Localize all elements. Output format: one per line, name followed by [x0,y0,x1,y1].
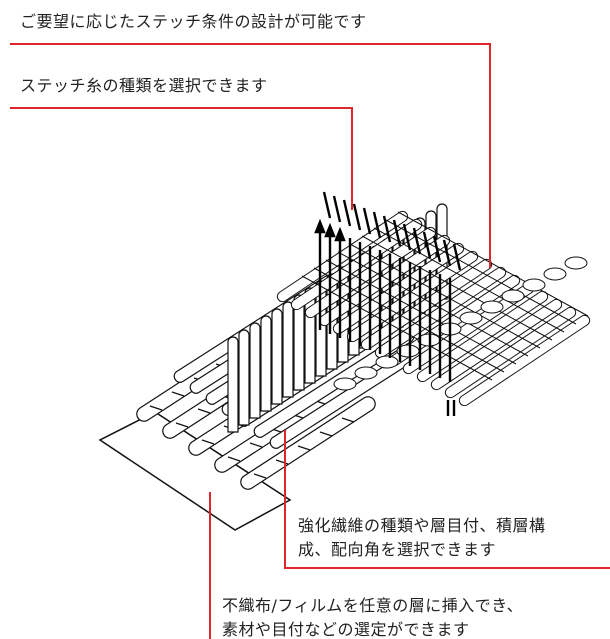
stitch-thread-top [352,203,362,231]
rod-hatch [175,422,189,428]
rod-hatch [319,431,333,437]
stitch-thread-top [332,195,342,223]
grid-cross-line [373,227,565,333]
leader-stitch-thread [10,107,353,210]
stitch-thread-top [442,239,452,267]
leader-lines [10,43,610,639]
vertical-rod [249,322,261,419]
diagonal-rod [240,396,376,490]
label-nonwoven-line-1: 不織布/フィルムを任意の層に挿入でき、 [222,596,524,615]
label-nonwoven: 不織布/フィルムを任意の層に挿入でき、 素材や目付などの選定ができます [222,594,523,639]
leader-stitch-design [10,43,491,268]
stitch-thread-top [372,211,382,239]
stitch-thread-top [382,215,392,243]
rod-hatch [149,405,163,411]
stitch-thread-top [362,207,372,235]
rod-hatch [171,391,185,397]
rod-hatch [197,408,211,414]
stitch-arrow [324,222,336,238]
stitch-thread-top [392,219,402,247]
stitch-thread-top [322,191,332,219]
rod-end [522,278,546,292]
stitch-arrow [314,218,326,234]
label-nonwoven-line-2: 素材や目付などの選定ができます [222,620,470,639]
grid-cross-line [361,235,553,341]
label-stitch-design: ご要望に応じたステッチ条件の設計が可能です [20,12,367,31]
rod-hatch [253,473,267,479]
label-fiber-line-2: 成、配向角を選択できます [298,540,497,559]
grid-cross-line [301,275,493,381]
stitch-threads [314,191,462,416]
rod-hatch [341,417,355,423]
vertical-rod [260,315,272,412]
rod-body [240,396,376,490]
label-fiber-layers: 強化繊維の種類や層目付、積層構 成、配向角を選択できます [298,514,546,562]
vertical-rod [238,329,250,426]
rod-end [480,300,504,314]
vertical-rod [282,301,294,398]
stitch-thread-top [452,243,462,271]
rod-end [354,366,378,380]
rod-end [543,267,567,281]
rod-end [459,311,483,325]
rod-hatch [249,442,263,448]
stitch-thread-top [432,235,442,263]
grid-rod [276,210,409,303]
stitch-thread-top [342,199,352,227]
label-fiber-line-1: 強化繊維の種類や層目付、積層構 [298,516,546,535]
stitch-arrow [334,226,346,242]
rod-hatch [201,439,215,445]
rod-end [375,355,399,369]
stitch-thread-top [422,231,432,259]
vertical-rod [271,308,283,405]
leader-fiber [284,430,610,569]
stitch-thread-top [402,223,412,251]
grid-cross-line [385,219,577,325]
label-stitch-thread: ステッチ糸の種類を選択できます [20,76,268,95]
rod-end [501,289,525,303]
rod-end [564,256,588,270]
vertical-rod [227,336,239,433]
rod-hatch [227,456,241,462]
grid-cross-line [349,243,541,349]
nonwoven-film-sheet [98,411,292,531]
rod-hatch [297,445,311,451]
rod-end [333,377,357,391]
stitch-thread-top [412,227,422,255]
grid-cross-line [397,211,589,317]
